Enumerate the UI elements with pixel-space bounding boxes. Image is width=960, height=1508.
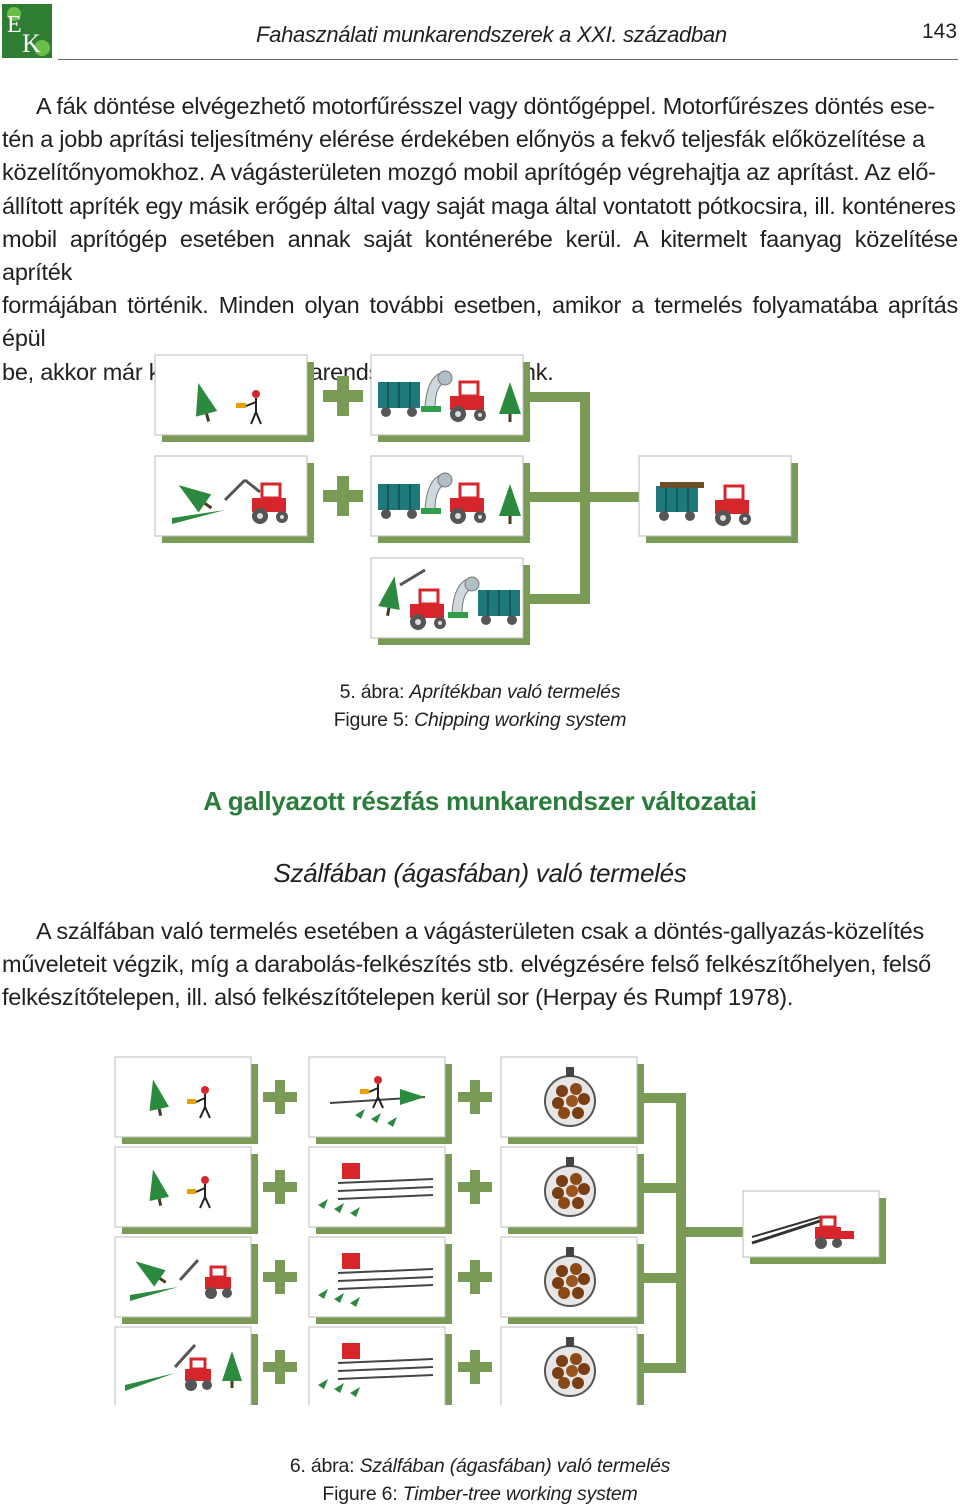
paragraph-line: tén a jobb aprítási teljesítmény elérése… [2, 126, 925, 153]
paragraph-line: felkészítőtelepen, ill. alsó felkészítőt… [2, 984, 794, 1011]
caption-label: 6. ábra: [289, 1455, 360, 1477]
page-number: 143 [922, 20, 958, 43]
paragraph-line: mobil aprítógép esetében annak saját kon… [2, 225, 958, 286]
subsection-title: Szálfában (ágasfában) való termelés [273, 858, 687, 888]
figure-5-caption: 5. ábra: Aprítékban való termelés Figure… [0, 679, 960, 734]
figure-5-diagram [0, 340, 960, 670]
section-title: A gallyazott részfás munkarendszer válto… [203, 786, 757, 816]
header-rule [58, 59, 958, 60]
publisher-logo: E K [2, 4, 52, 58]
running-header-title: Fahasználati munkarendszerek a XXI. száz… [256, 22, 727, 47]
svg-text:E: E [7, 12, 22, 38]
paragraph-line: A fák döntése elvégezhető motorfűrésszel… [36, 93, 935, 119]
figure-6-diagram [0, 1045, 960, 1414]
caption-text: Szálfában (ágasfában) való termelés [359, 1455, 671, 1477]
caption-text: Timber-tree working system [402, 1482, 638, 1505]
svg-text:K: K [22, 29, 41, 58]
caption-text: Aprítékban való termelés [409, 681, 621, 703]
figure-6-caption: 6. ábra: Szálfában (ágasfában) való term… [0, 1453, 960, 1508]
paragraph-line: műveleteit végzik, míg a darabolás-felké… [2, 951, 931, 978]
paragraph-line: közelítőnyomokhoz. A vágásterületen mozg… [2, 159, 936, 186]
paragraph-line: állított apríték egy másik erőgép által … [2, 192, 956, 219]
paragraph-line: formájában történik. Minden olyan tovább… [2, 292, 958, 352]
caption-label: 5. ábra: [339, 681, 410, 703]
paragraph-timber-tree-system: A szálfában való termelés esetében a vág… [2, 915, 958, 1015]
caption-label: Figure 5: [333, 708, 415, 731]
paragraph-line: A szálfában való termelés esetében a vág… [36, 918, 924, 944]
caption-text: Chipping working system [414, 708, 627, 731]
paragraph-chipping-system: A fák döntése elvégezhető motorfűrésszel… [2, 90, 958, 389]
caption-label: Figure 6: [322, 1482, 403, 1505]
